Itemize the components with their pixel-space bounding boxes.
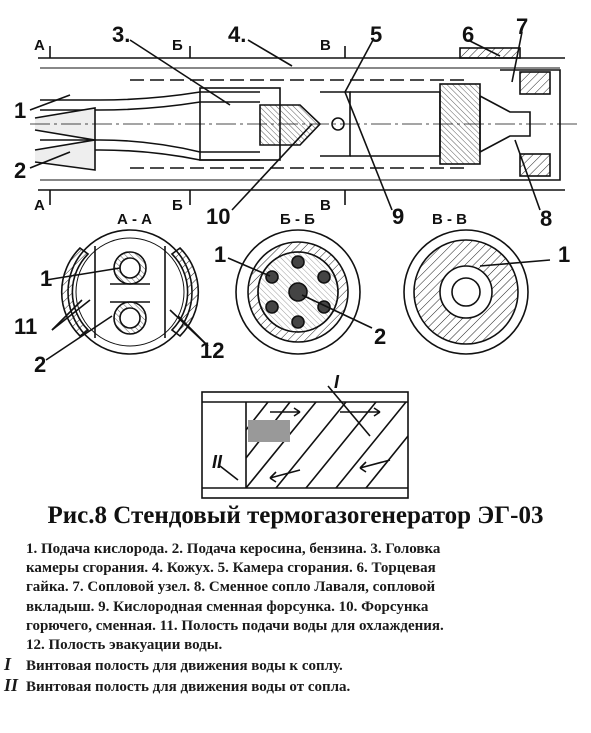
section-vv [403,229,551,355]
section-aa-callout-2: 2 [34,352,46,377]
legend-symbol-line: II Винтовая полость для движения воды от … [4,676,586,697]
section-mark-v-bottom: В [320,197,331,214]
section-bb [227,229,373,355]
section-aa [45,229,209,361]
callout-3: 3. [112,22,130,47]
symbol-text: Винтовая полость для движения воды от со… [26,679,351,696]
section-vv-callout-1: 1 [558,242,570,267]
section-aa-callout-11: 11 [14,314,37,339]
symbol-mark: II [4,675,19,696]
callout-7: 7 [516,14,528,39]
section-title-aa: А - А [117,211,152,228]
legend-line: гайка. 7. Сопловой узел. 8. Сменное сопл… [26,579,436,596]
callout-8: 8 [540,206,552,231]
figure-legend: 1. Подача кислорода. 2. Подача керосина,… [4,540,586,698]
detail-mark-2: II [212,452,223,472]
callout-2: 2 [14,158,26,183]
longitudinal-section [30,46,580,205]
section-mark-v-top: В [320,37,331,54]
helical-detail [201,385,409,499]
section-title-vv: В - В [432,211,467,228]
callout-5: 5 [370,22,382,47]
legend-line: камеры сгорания. 4. Кожух. 5. Камера сго… [26,560,436,577]
section-mark-a-top: А [34,37,45,54]
figure-caption-title: Рис.8 Стендовый термогазогенератор ЭГ-03 [47,502,544,529]
callout-9: 9 [392,204,404,229]
callout-1: 1 [14,98,26,123]
symbol-text: Винтовая полость для движения воды к соп… [26,658,343,675]
symbol-mark: I [4,654,12,675]
callout-10: 10 [206,204,230,229]
legend-line: горючего, сменная. 11. Полость подачи во… [26,617,444,634]
section-bb-callout-2: 2 [374,324,386,349]
detail-mark-1: I [334,372,340,392]
legend-line: вкладыш. 9. Кислородная сменная форсунка… [26,598,429,615]
section-aa-callout-12: 12 [200,338,224,363]
section-title-bb: Б - Б [280,211,315,228]
leader-lines [29,31,541,211]
technical-drawing: 1 2 3. 4. 5 6 7 8 9 10 А А Б Б В В А - А… [14,14,580,499]
section-mark-b-top: Б [172,37,183,54]
section-mark-b-bottom: Б [172,197,183,214]
section-mark-a-bottom: А [34,197,45,214]
legend-symbol-line: I Винтовая полость для движения воды к со… [4,655,586,676]
callout-6: 6 [462,22,474,47]
section-aa-callout-1: 1 [40,266,52,291]
legend-line: 12. Полость эвакуации воды. [26,637,223,654]
section-bb-callout-1: 1 [214,242,226,267]
callout-4: 4. [228,22,246,47]
legend-line: 1. Подача кислорода. 2. Подача керосина,… [26,541,441,557]
